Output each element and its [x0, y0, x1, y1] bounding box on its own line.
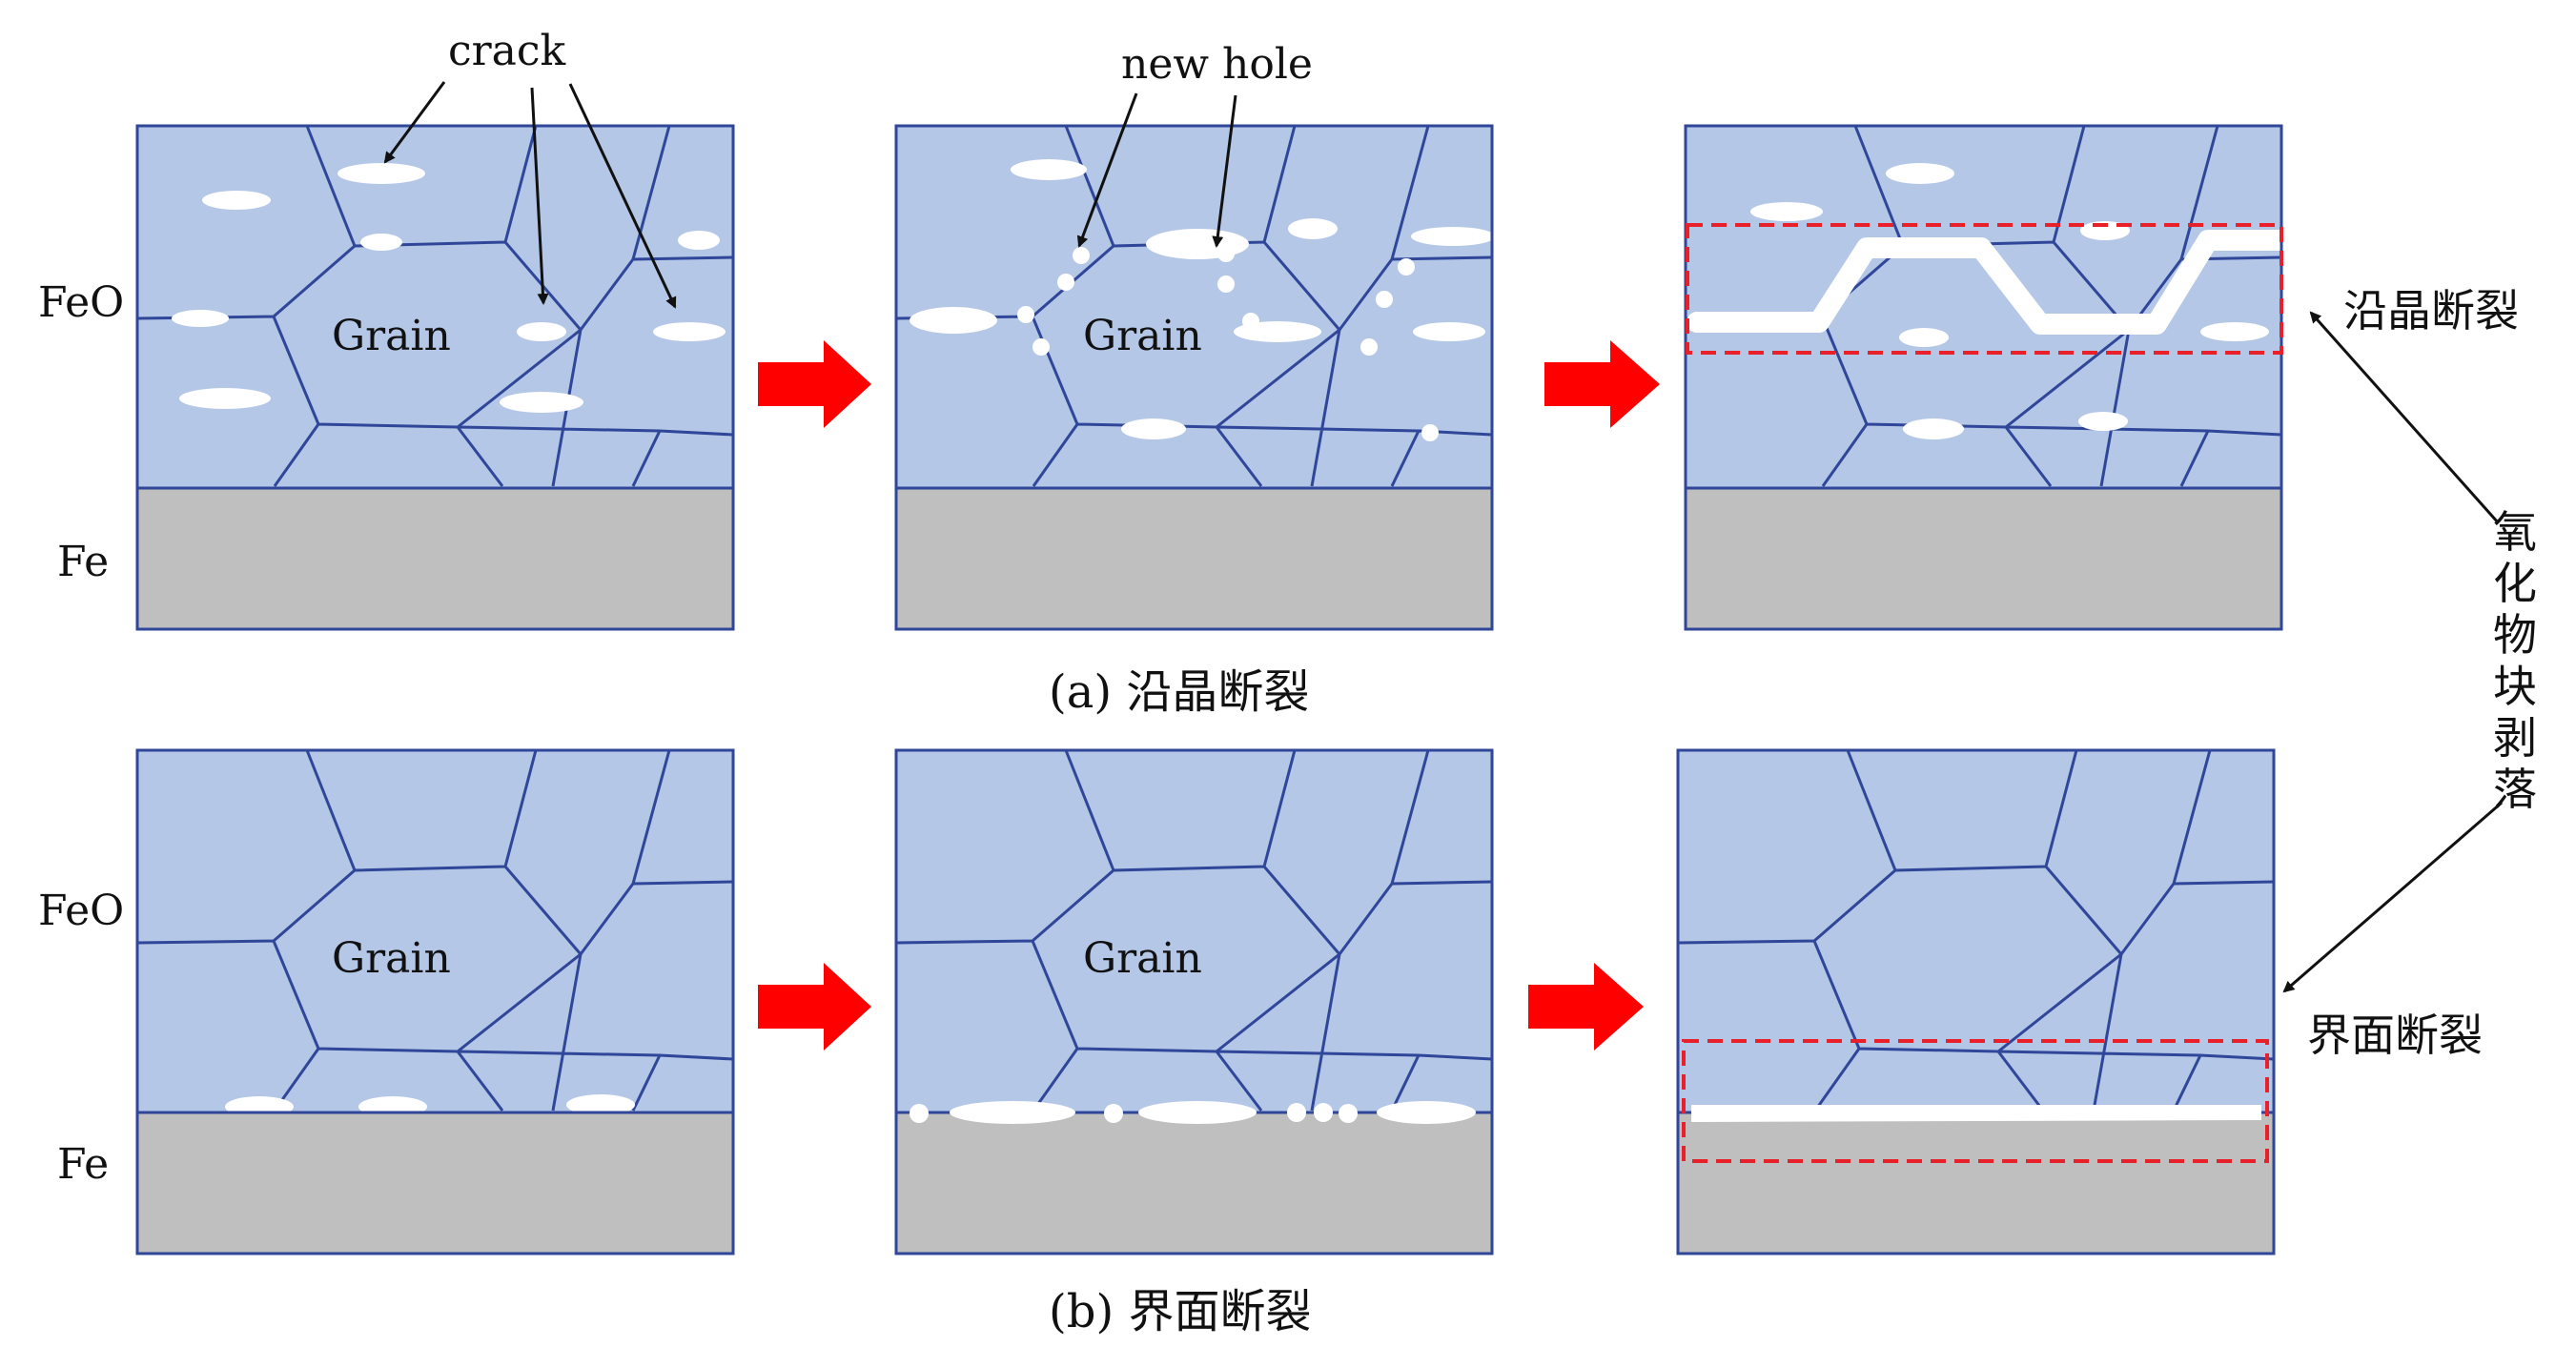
right-block-arrow-icon — [1544, 340, 1660, 428]
right-block-arrow-icon — [758, 963, 871, 1051]
oxide-layer — [896, 126, 1492, 488]
panel-a3 — [1684, 124, 2292, 631]
caption-b: (b) 界面断裂 — [1049, 1285, 1311, 1338]
new-hole-label: new hole — [1121, 40, 1313, 89]
right-block-arrow-icon — [758, 340, 871, 428]
panel-frame — [894, 748, 1494, 1255]
panel-b2 — [894, 748, 1494, 1255]
metal-substrate — [1678, 1112, 2274, 1254]
spallation-char: 氧 — [2493, 506, 2537, 558]
oxide-layer — [137, 126, 733, 488]
oxide-layer — [1678, 750, 2274, 1112]
panel-a1 — [135, 124, 735, 631]
grain-label-b2: Grain — [1083, 934, 1202, 983]
feo-label-b: FeO — [38, 887, 124, 935]
metal-substrate — [896, 488, 1492, 629]
fe-label-b: Fe — [57, 1140, 109, 1189]
right-block-arrow-icon — [1528, 963, 1644, 1051]
process-arrows — [758, 340, 1660, 1051]
panel-frame — [1684, 124, 2283, 631]
metal-substrate — [896, 1112, 1492, 1254]
fe-label-a: Fe — [57, 538, 109, 586]
spallation-char: 落 — [2493, 764, 2537, 815]
oxide-layer — [137, 750, 733, 1112]
highlight-box — [1682, 1039, 2269, 1163]
panel-b1 — [135, 748, 735, 1255]
interface-crack — [1691, 1105, 2261, 1122]
spallation-char: 化 — [2493, 558, 2537, 609]
crack-label: crack — [448, 27, 566, 75]
grain-label-a2: Grain — [1083, 312, 1202, 360]
voids — [1750, 163, 2269, 439]
feo-label-a: FeO — [38, 278, 124, 327]
highlight-box — [1686, 223, 2283, 355]
caption-a: (a) 沿晶断裂 — [1049, 665, 1309, 719]
spallation-label: 氧 化 物 块 剥 落 — [2493, 506, 2537, 815]
voids — [910, 159, 1495, 441]
oxide-layer — [896, 750, 1492, 1112]
panel-frame — [135, 124, 735, 631]
grain-label-a1: Grain — [332, 312, 451, 360]
intergranular-label: 沿晶断裂 — [2343, 285, 2519, 337]
oxide-layer — [1686, 126, 2281, 488]
intergranular-crack — [1687, 230, 2292, 335]
panel-frame — [135, 748, 735, 1255]
metal-substrate — [137, 488, 733, 629]
annotation-arrows — [383, 81, 2503, 993]
voids — [172, 163, 726, 413]
metal-substrate — [137, 1112, 733, 1254]
panel-b3 — [1676, 748, 2276, 1255]
panel-a2 — [894, 124, 1495, 631]
spallation-char: 物 — [2493, 609, 2537, 661]
spallation-char: 剥 — [2493, 712, 2537, 764]
interface-label: 界面断裂 — [2307, 1010, 2483, 1061]
panel-frame — [894, 124, 1494, 631]
spallation-char: 块 — [2493, 661, 2537, 712]
grain-label-b1: Grain — [332, 934, 451, 983]
metal-substrate — [1686, 488, 2281, 629]
panel-frame — [1676, 748, 2276, 1255]
voids — [910, 1101, 1476, 1124]
